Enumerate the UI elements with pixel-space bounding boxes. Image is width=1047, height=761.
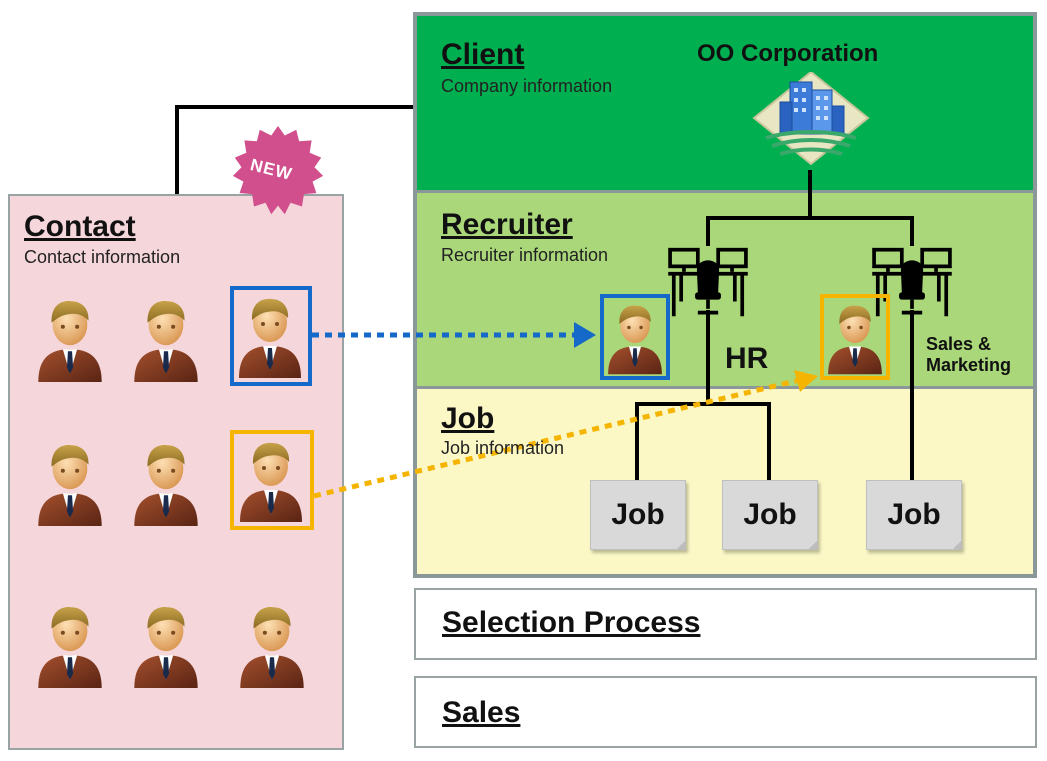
businessman-icon xyxy=(824,298,886,376)
job-card[interactable]: Job xyxy=(722,480,818,550)
new-badge-icon xyxy=(232,125,324,215)
job-subtitle: Job information xyxy=(441,438,565,458)
contact-blue-highlight[interactable] xyxy=(230,286,312,386)
job-title: Job xyxy=(441,402,495,435)
recruiter-hr-highlight[interactable] xyxy=(600,294,670,380)
selection-process-title: Selection Process xyxy=(442,606,701,639)
recruiter-section xyxy=(417,190,1033,386)
contact-title: Contact xyxy=(24,210,136,243)
client-recruiter-job-frame xyxy=(413,12,1037,578)
recruiter-title: Recruiter xyxy=(441,208,573,241)
job-card[interactable]: Job xyxy=(590,480,686,550)
contact-subtitle: Contact information xyxy=(24,247,181,267)
businessman-icon[interactable] xyxy=(236,598,308,690)
businessman-icon xyxy=(604,298,666,376)
businessman-icon[interactable] xyxy=(130,598,202,690)
contact-yellow-highlight[interactable] xyxy=(230,430,314,530)
client-section xyxy=(417,16,1033,190)
businessman-icon[interactable] xyxy=(130,292,202,384)
sales-title: Sales xyxy=(442,696,521,729)
sales-box[interactable]: Sales xyxy=(414,676,1037,748)
hr-label: HR xyxy=(725,342,769,375)
businessman-icon xyxy=(234,434,308,524)
client-subtitle: Company information xyxy=(441,76,613,96)
recruiter-sales-highlight[interactable] xyxy=(820,294,890,380)
sales-marketing-label: Sales & Marketing xyxy=(926,334,1012,375)
client-title: Client xyxy=(441,38,525,71)
businessman-icon[interactable] xyxy=(130,436,202,528)
selection-process-box[interactable]: Selection Process xyxy=(414,588,1037,660)
corporation-name: OO Corporation xyxy=(697,40,879,67)
businessman-icon[interactable] xyxy=(34,598,106,690)
businessman-icon[interactable] xyxy=(34,292,106,384)
businessman-icon xyxy=(234,290,306,380)
businessman-icon[interactable] xyxy=(34,436,106,528)
corporation-building-icon xyxy=(752,72,870,166)
recruiter-subtitle: Recruiter information xyxy=(441,245,609,265)
job-card[interactable]: Job xyxy=(866,480,962,550)
hr-desk-group-icon xyxy=(664,246,752,320)
